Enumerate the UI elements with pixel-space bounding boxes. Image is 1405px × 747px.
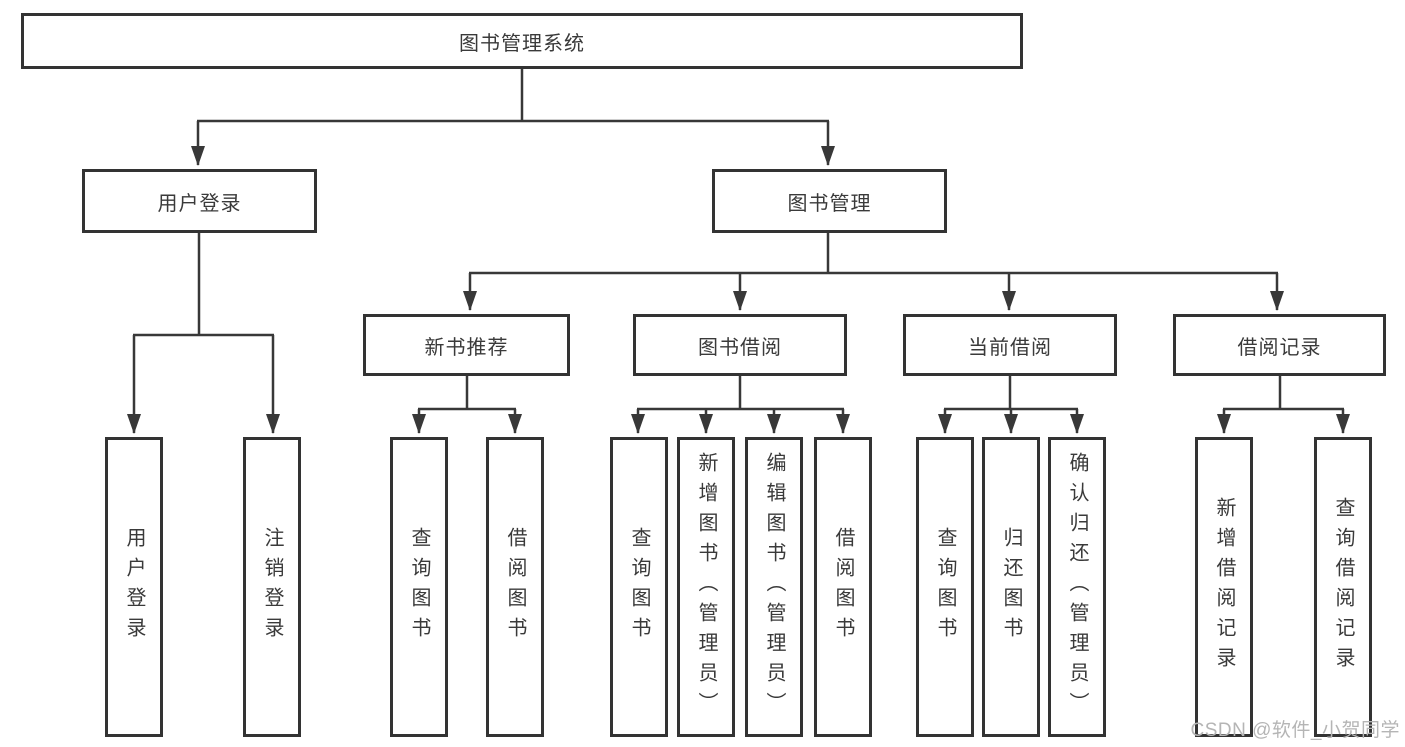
- group-borrow-records: 借阅记录: [1173, 314, 1386, 376]
- leaf-borrow-books-recommend-label: 借阅图书: [504, 527, 526, 647]
- branch-user-login-label: 用户登录: [157, 192, 242, 215]
- leaf-user-login-label: 用户登录: [123, 527, 145, 647]
- leaf-query-books-borrow: 查询图书: [610, 437, 668, 737]
- leaf-add-book-admin-label: 新增图书（管理员）: [695, 452, 717, 722]
- root-node-label: 图书管理系统: [459, 32, 585, 55]
- group-new-book-recommend-label: 新书推荐: [424, 336, 509, 359]
- leaf-query-books-borrow-label: 查询图书: [628, 527, 650, 647]
- leaf-user-login: 用户登录: [105, 437, 163, 737]
- leaf-add-borrow-record: 新增借阅记录: [1195, 437, 1253, 737]
- leaf-confirm-return-admin: 确认归还（管理员）: [1048, 437, 1106, 737]
- leaf-borrow-books-label: 借阅图书: [832, 527, 854, 647]
- group-borrow-records-label: 借阅记录: [1237, 336, 1322, 359]
- group-current-borrow-label: 当前借阅: [968, 336, 1052, 359]
- leaf-query-borrow-record: 查询借阅记录: [1314, 437, 1372, 737]
- leaf-edit-book-admin-label: 编辑图书（管理员）: [763, 452, 785, 722]
- branch-user-login: 用户登录: [82, 169, 317, 233]
- leaf-confirm-return-admin-label: 确认归还（管理员）: [1066, 452, 1088, 722]
- leaf-logout: 注销登录: [243, 437, 301, 737]
- leaf-query-books-current-label: 查询图书: [934, 527, 956, 647]
- leaf-query-books-recommend-label: 查询图书: [408, 527, 430, 647]
- group-book-borrow: 图书借阅: [633, 314, 847, 376]
- leaf-return-book-label: 归还图书: [1000, 527, 1022, 647]
- root-node-library-system: 图书管理系统: [21, 13, 1023, 69]
- branch-book-management-label: 图书管理: [787, 192, 872, 215]
- csdn-watermark: CSDN @软件_小贺同学: [1190, 720, 1400, 741]
- group-current-borrow: 当前借阅: [903, 314, 1117, 376]
- leaf-query-books-current: 查询图书: [916, 437, 974, 737]
- group-book-borrow-label: 图书借阅: [698, 336, 782, 359]
- leaf-borrow-books-recommend: 借阅图书: [486, 437, 544, 737]
- leaf-query-books-recommend: 查询图书: [390, 437, 448, 737]
- leaf-add-borrow-record-label: 新增借阅记录: [1213, 497, 1235, 677]
- group-new-book-recommend: 新书推荐: [363, 314, 570, 376]
- leaf-add-book-admin: 新增图书（管理员）: [677, 437, 735, 737]
- leaf-return-book: 归还图书: [982, 437, 1040, 737]
- branch-book-management: 图书管理: [712, 169, 947, 233]
- leaf-logout-label: 注销登录: [261, 527, 283, 647]
- leaf-query-borrow-record-label: 查询借阅记录: [1332, 497, 1354, 677]
- leaf-edit-book-admin: 编辑图书（管理员）: [745, 437, 803, 737]
- leaf-borrow-books: 借阅图书: [814, 437, 872, 737]
